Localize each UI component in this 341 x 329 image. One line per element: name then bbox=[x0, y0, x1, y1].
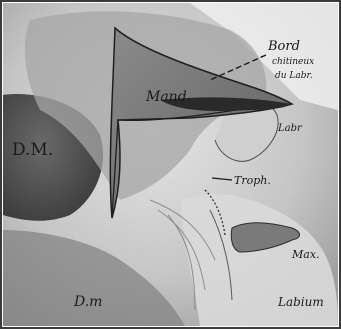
label-mand: Mand. bbox=[145, 89, 191, 105]
label-du-labr: du Labr. bbox=[275, 71, 313, 81]
label-troph: Troph. bbox=[234, 174, 271, 187]
label-labium: Labium bbox=[277, 295, 324, 309]
label-bord: Bord bbox=[267, 39, 300, 54]
label-chitineux: chitineux bbox=[272, 57, 314, 67]
label-dm-bottom: D.m bbox=[73, 294, 102, 310]
label-labr: Labr bbox=[277, 123, 303, 134]
label-dm-left: D.M. bbox=[12, 140, 53, 160]
label-max: Max. bbox=[291, 248, 320, 261]
